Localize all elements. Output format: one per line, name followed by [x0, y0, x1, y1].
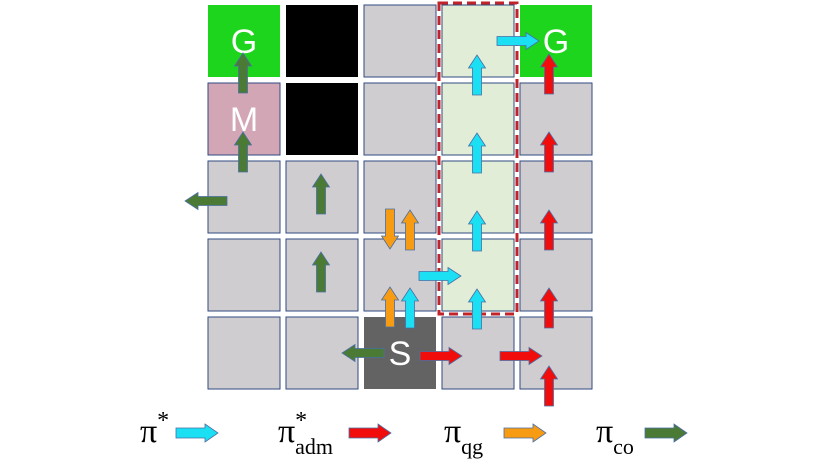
arrow-pi_co-up-r1-c0: [233, 131, 253, 173]
arrow-pi_adm-up-r4-c4: [539, 365, 559, 407]
cell-empty-r1-c2: [363, 82, 437, 156]
arrow-pi_star-up-r3-c2: [400, 287, 420, 329]
arrow-pi_qg-down-r2-c2: [380, 208, 400, 250]
legend-arrow-pi_star: [175, 423, 219, 443]
arrow-pi_co-left-r2-c0: [184, 191, 228, 211]
arrow-pi_qg-up-r2-c2: [400, 209, 420, 251]
legend: π* π*adm πqg πco: [140, 408, 688, 459]
cell-label-s-3: S: [389, 335, 412, 373]
policy-arrows: [184, 31, 559, 407]
legend-label-pi_qg: πqg: [444, 413, 483, 459]
arrow-pi_star-up-r1-c3: [467, 132, 487, 174]
legend-label-pi_co: πco: [596, 413, 634, 459]
arrow-pi_adm-up-r0-c4: [539, 53, 559, 95]
arrow-pi_star-up-r2-c3: [467, 210, 487, 252]
legend-label-pi_adm: π*adm: [278, 408, 333, 459]
arrow-pi_star-up-r0-c3: [467, 54, 487, 96]
arrow-pi_adm-up-r1-c4: [539, 131, 559, 173]
arrow-pi_co-left-r4-c2: [341, 343, 385, 363]
arrow-pi_co-up-r0-c0: [233, 52, 253, 94]
arrow-pi_qg-up-r3-c2: [380, 286, 400, 328]
arrow-pi_star-right-r3-c2: [418, 266, 462, 286]
legend-label-pi_star: π*: [140, 408, 169, 450]
arrow-pi_adm-up-r2-c4: [539, 209, 559, 251]
grid-cells: [207, 4, 593, 390]
arrow-pi_adm-right-r4-c2: [419, 346, 463, 366]
cell-empty-r4-c0: [207, 316, 281, 390]
arrow-pi_co-up-r3-c1: [311, 251, 331, 293]
arrow-pi_star-up-r3-c3: [467, 288, 487, 330]
legend-item-pi_qg: πqg: [444, 413, 547, 459]
arrow-pi_adm-up-r3-c4: [539, 287, 559, 329]
arrow-pi_star-right-r0-c3: [496, 31, 540, 51]
legend-item-pi_star: π*: [140, 408, 219, 450]
cell-empty-r2-c2: [363, 160, 437, 234]
cell-label-g-1: G: [543, 23, 569, 61]
cell-empty-r0-c2: [363, 4, 437, 78]
legend-arrow-pi_adm: [348, 423, 392, 443]
arrow-pi_adm-right-r4-c3: [499, 346, 543, 366]
arrow-pi_co-up-r2-c1: [311, 173, 331, 215]
cell-wall-r1-c1: [286, 83, 358, 155]
legend-arrow-pi_co: [644, 423, 688, 443]
cell-label-m-2: M: [230, 101, 258, 139]
legend-item-pi_co: πco: [596, 413, 688, 459]
legend-item-pi_adm: π*adm: [278, 408, 392, 459]
cell-empty-r3-c0: [207, 238, 281, 312]
cell-wall-r0-c1: [286, 5, 358, 77]
legend-arrow-pi_qg: [503, 423, 547, 443]
